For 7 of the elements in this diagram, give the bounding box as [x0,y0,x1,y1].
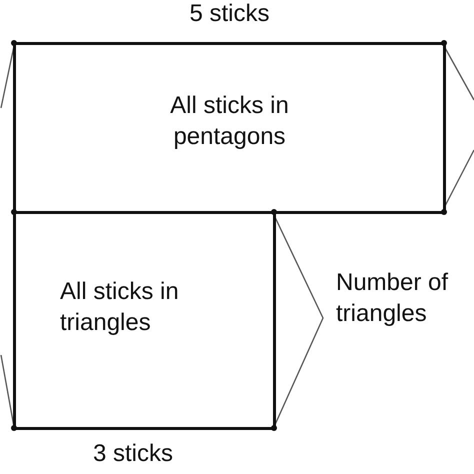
rectangle-box [13,211,276,430]
rectangle-box [13,42,446,214]
side-length-label: 3 sticks [93,439,174,469]
annotation-text: Number of triangles [336,268,450,329]
box-label: All sticks in pentagons [169,91,290,152]
box-label: All sticks in triangles [60,277,180,338]
side-length-label: 5 sticks [190,0,270,29]
